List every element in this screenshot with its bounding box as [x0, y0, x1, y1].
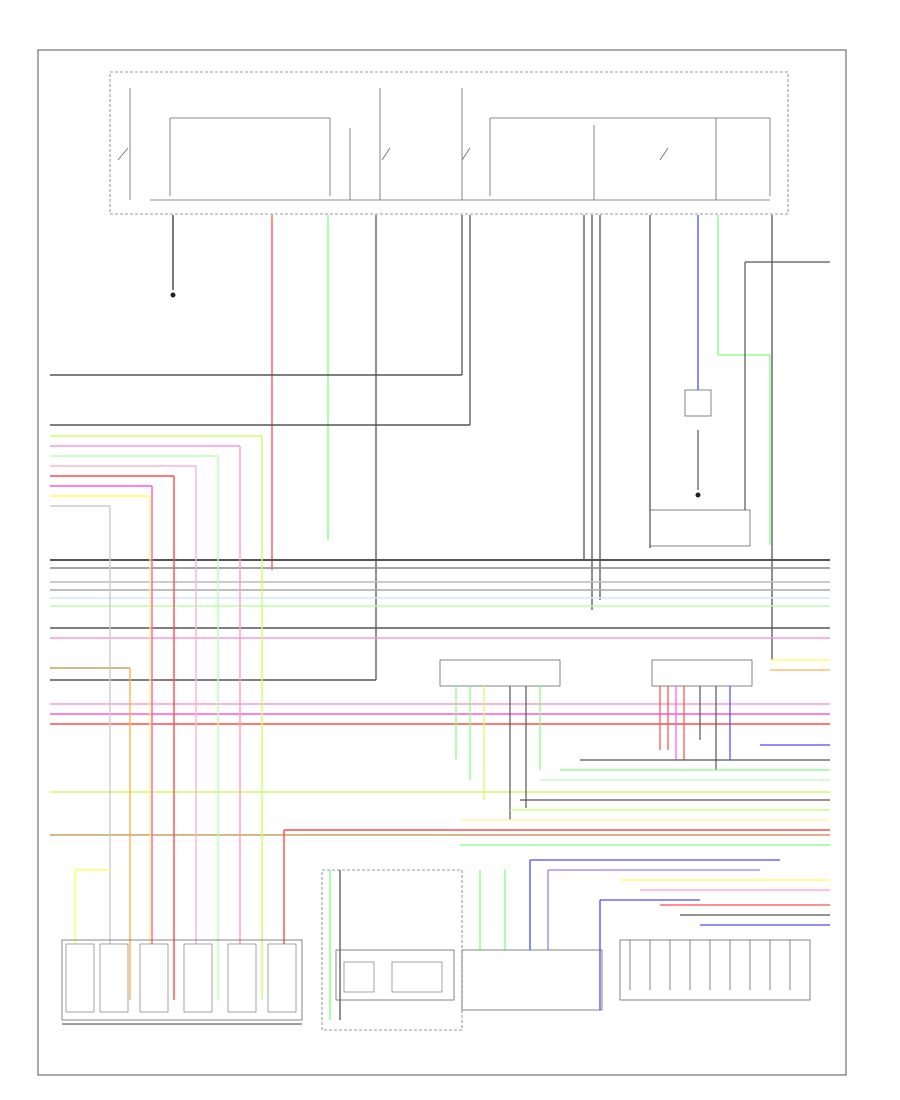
overdrive-switch — [321, 869, 463, 1031]
ecm-connector-right — [651, 659, 753, 770]
ecm-bottom-wires — [329, 859, 830, 1020]
diagram-frame — [37, 49, 847, 1076]
ground-symbol-top — [170, 215, 176, 298]
relay-right — [649, 261, 830, 547]
relay-box-drops — [271, 215, 773, 680]
ecm-connector-left — [439, 659, 561, 820]
ecm-pin-block — [619, 939, 811, 1001]
right-harness-lines — [460, 659, 830, 846]
transmission-range-switch — [461, 949, 603, 1011]
left-harness-lines — [50, 374, 830, 836]
tcm-connector — [61, 939, 303, 1025]
tcm-verticals — [74, 436, 830, 1000]
fuse-relay-box — [109, 71, 789, 215]
